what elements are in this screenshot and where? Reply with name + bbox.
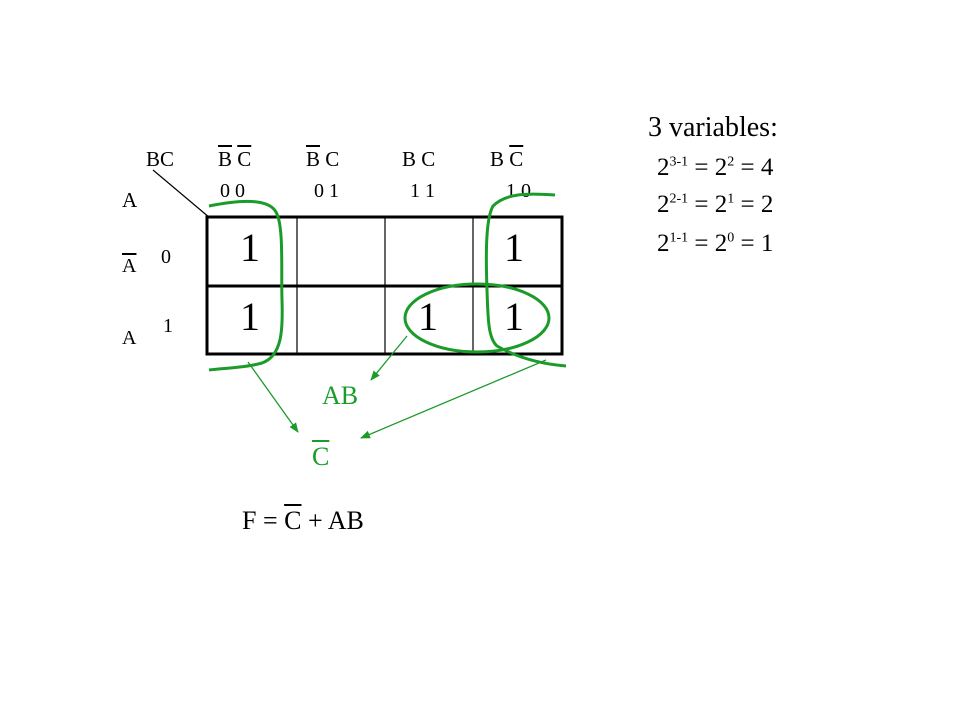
formula-rhs: + AB (301, 506, 364, 535)
col-header-b-c: B C (402, 149, 435, 170)
eq3-result: 1 (760, 230, 774, 257)
row-code-0: 0 (161, 246, 171, 268)
col-header-b-bar-c-bar: B C (218, 149, 251, 170)
eq3-exp1: 1-1 (669, 230, 689, 246)
eq3-base2: 2 (714, 230, 728, 257)
col-header-var-b: B (306, 147, 321, 171)
arrow-to-ab (370, 335, 408, 381)
eq2-base1: 2 (657, 191, 670, 218)
cell-r0-c0: 1 (240, 225, 260, 270)
formula: F = C + AB (242, 508, 364, 534)
formula-lhs: F = (242, 506, 285, 535)
arrow-left-to-c (247, 361, 299, 433)
eq2-result: 2 (760, 191, 774, 218)
col-code-00: 0 0 (220, 180, 245, 202)
col-header-var-b: B (218, 147, 233, 171)
corner-diagonal (152, 169, 211, 219)
eq2-base2: 2 (714, 191, 728, 218)
eq3-exp2: 0 (727, 230, 735, 246)
eq1-base2: 2 (714, 154, 728, 181)
group-loop-right (484, 192, 567, 368)
col-header-var-c: C (421, 147, 436, 171)
equation-3: 21-1 = 20 = 1 (657, 230, 774, 257)
col-header-var-b: B (402, 147, 417, 171)
col-header-b-c-bar: B C (490, 149, 523, 170)
eq1-exp2: 2 (727, 154, 735, 170)
cell-r1-c3: 1 (504, 294, 524, 339)
equation-2: 22-1 = 21 = 2 (657, 191, 774, 218)
col-header-var-c: C (509, 147, 524, 171)
col-header-var-b: B (490, 147, 505, 171)
notes-title: 3 variables: (648, 112, 778, 143)
equation-1: 23-1 = 22 = 4 (657, 154, 774, 181)
eq3-base1: 2 (657, 230, 670, 257)
eq2-exp2: 1 (727, 191, 735, 207)
cell-r1-c2: 1 (418, 294, 438, 339)
formula-c-bar: C (284, 506, 302, 535)
col-header-var-c: C (325, 147, 340, 171)
row-code-1: 1 (163, 315, 173, 337)
group-loop-ab (403, 282, 551, 354)
col-code-11: 1 1 (410, 180, 435, 202)
arrow-right-to-c (360, 359, 547, 439)
corner-col-label: BC (146, 147, 175, 171)
eq2-exp1: 2-1 (669, 191, 689, 207)
eq1-exp1: 3-1 (669, 154, 689, 170)
corner-row-label: A (122, 188, 138, 212)
col-code-01: 0 1 (314, 180, 339, 202)
eq1-base1: 2 (657, 154, 670, 181)
eq1-result: 4 (760, 154, 774, 181)
row-label-a: A (122, 327, 137, 349)
cell-r1-c0: 1 (240, 294, 260, 339)
row-label-a-bar: A (122, 255, 137, 277)
col-header-b-bar-c: B C (306, 149, 339, 170)
cell-r0-c3: 1 (504, 225, 524, 270)
group-term-c-bar: C (312, 442, 330, 471)
group-term-ab: AB (322, 381, 359, 410)
col-header-var-c: C (237, 147, 252, 171)
